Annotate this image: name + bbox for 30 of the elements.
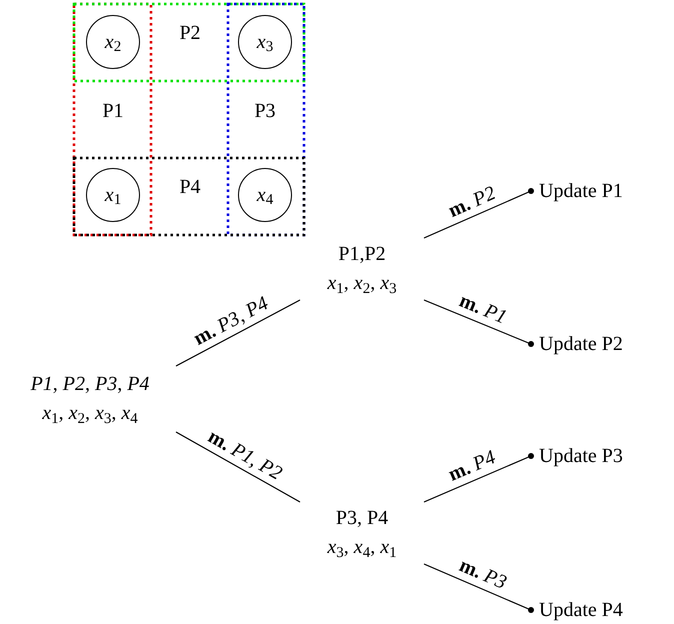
connector-line (424, 300, 534, 347)
node-text: P1,P2 (338, 242, 386, 267)
connector-line (176, 300, 300, 366)
node-text: Update P2 (539, 332, 623, 356)
node-text: x$_{1}$ (104, 182, 122, 208)
node-text: x$_{2}$ (104, 30, 122, 54)
node-text: x$_{4}$ (256, 182, 274, 208)
node-text: Update P1 (539, 178, 623, 204)
region-label: P4 (179, 177, 201, 197)
connector-line (424, 188, 534, 238)
node-text: P3, P4 (336, 506, 388, 531)
node-text: P1, P2, P3, P4 (30, 372, 150, 397)
node-text: Update P3 (539, 444, 623, 468)
edge-label: m. P1 (456, 290, 510, 328)
edge-label: m. P3 (456, 555, 510, 593)
connector-line (424, 564, 534, 613)
edge-label: m. P1, P2 (204, 426, 286, 484)
connector-line (176, 432, 300, 502)
node-text: x$_{1}$, x$_{2}$, x$_{3}$ (327, 271, 397, 296)
node-text: x$_{3}$ (256, 30, 274, 54)
edge-label: m. P2 (445, 182, 498, 221)
region-label: P1 (102, 101, 124, 121)
connector-line (424, 453, 534, 502)
node-text: x$_{1}$, x$_{2}$, x$_{3}$, x$_{4}$ (42, 401, 138, 426)
region-label: P3 (254, 101, 276, 121)
node-text: x$_{3}$, x$_{4}$, x$_{1}$ (327, 535, 397, 560)
node-text: Update P4 (539, 598, 623, 622)
region-label: P2 (179, 23, 201, 43)
edge-label: m. P4 (446, 447, 498, 485)
edge-label: m. P3, P4 (190, 292, 272, 349)
